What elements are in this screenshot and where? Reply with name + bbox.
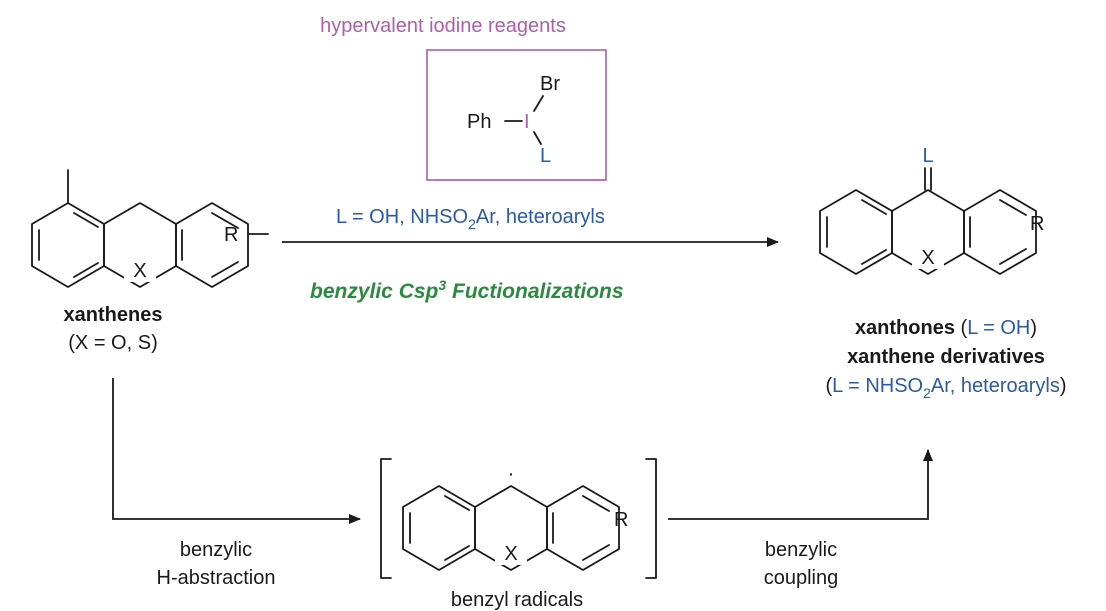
reagent-box [426, 49, 607, 181]
right-bracket [645, 458, 657, 579]
radical-dot: · [508, 463, 515, 485]
abstraction-label-2: H-abstraction [157, 567, 276, 589]
coupling-arrow [668, 449, 933, 520]
radical-r-label: R [614, 509, 628, 531]
product-heteroatom: X [921, 247, 934, 269]
reagent-title: hypervalent iodine reagents [320, 15, 566, 37]
bromine-label: Br [540, 73, 560, 95]
left-bracket [380, 458, 392, 579]
product-r-label: R [1030, 213, 1044, 235]
coupling-label-2: coupling [764, 567, 839, 589]
coupling-label-1: benzylic [765, 539, 837, 561]
ligand-label: L [540, 145, 551, 167]
radical-heteroatom: X [504, 543, 517, 565]
product-line-3: (L = NHSO2Ar, heteroaryls) [825, 375, 1066, 401]
product-line-2: xanthene derivatives [847, 346, 1045, 368]
xanthene-note: (X = O, S) [68, 332, 157, 354]
xanthene-structure [31, 169, 249, 288]
iodine-atom: I [524, 111, 530, 133]
xanthene-heteroatom: X [133, 260, 146, 282]
radical-structure [402, 485, 620, 571]
xanthene-name: xanthenes [64, 304, 163, 326]
abstraction-label-1: benzylic [180, 539, 252, 561]
product-structure [819, 167, 1037, 275]
functionalization-label: benzylic Csp3 Fuctionalizations [310, 277, 624, 303]
ligand-definition: L = OH, NHSO2Ar, heteroaryls [336, 206, 605, 232]
radical-name: benzyl radicals [451, 589, 583, 611]
product-line-1: xanthones (L = OH) [855, 317, 1037, 339]
xanthene-r-label: R [224, 224, 238, 246]
abstraction-arrow [112, 378, 361, 524]
phenyl-label: Ph [467, 111, 491, 133]
product-ligand-atom: L [922, 145, 933, 167]
